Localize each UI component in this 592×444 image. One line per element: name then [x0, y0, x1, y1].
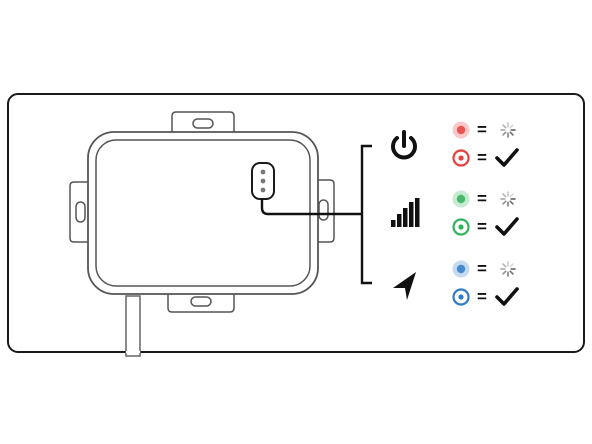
legend-state-row: =	[452, 148, 519, 167]
power-icon	[391, 130, 417, 160]
leader-line	[260, 199, 362, 216]
led-blinking-icon	[452, 121, 470, 139]
equals-sign: =	[477, 189, 487, 208]
legend-state-row: =	[452, 189, 516, 208]
legend-bracket	[360, 144, 372, 285]
navigation-arrow-icon	[393, 272, 416, 300]
loading-spinner-icon	[500, 191, 516, 207]
led-dot	[260, 169, 266, 175]
equals-sign: =	[477, 217, 487, 236]
equals-sign: =	[477, 259, 487, 278]
led-blinking-icon	[452, 260, 470, 278]
led-solid-icon	[452, 218, 470, 236]
loading-spinner-icon	[500, 122, 516, 138]
checkmark-icon	[495, 217, 519, 236]
device-cable	[125, 295, 141, 357]
led-blinking-icon	[452, 190, 470, 208]
led-dot	[260, 178, 266, 184]
equals-sign: =	[477, 287, 487, 306]
led-solid-icon	[452, 149, 470, 167]
mount-tab-top	[171, 111, 235, 135]
led-solid-icon	[452, 288, 470, 306]
legend-state-row: =	[452, 259, 516, 278]
equals-sign: =	[477, 120, 487, 139]
signal-bars-icon	[391, 198, 420, 227]
tracker-device	[69, 111, 335, 313]
equals-sign: =	[477, 148, 487, 167]
loading-spinner-icon	[500, 261, 516, 277]
legend-state-row: =	[452, 217, 519, 236]
legend-state-row: =	[452, 287, 519, 306]
checkmark-icon	[495, 287, 519, 306]
legend-state-row: =	[452, 120, 516, 139]
led-dot	[260, 187, 266, 193]
legend-rows: = = = = = =	[452, 120, 519, 306]
checkmark-icon	[495, 148, 519, 167]
